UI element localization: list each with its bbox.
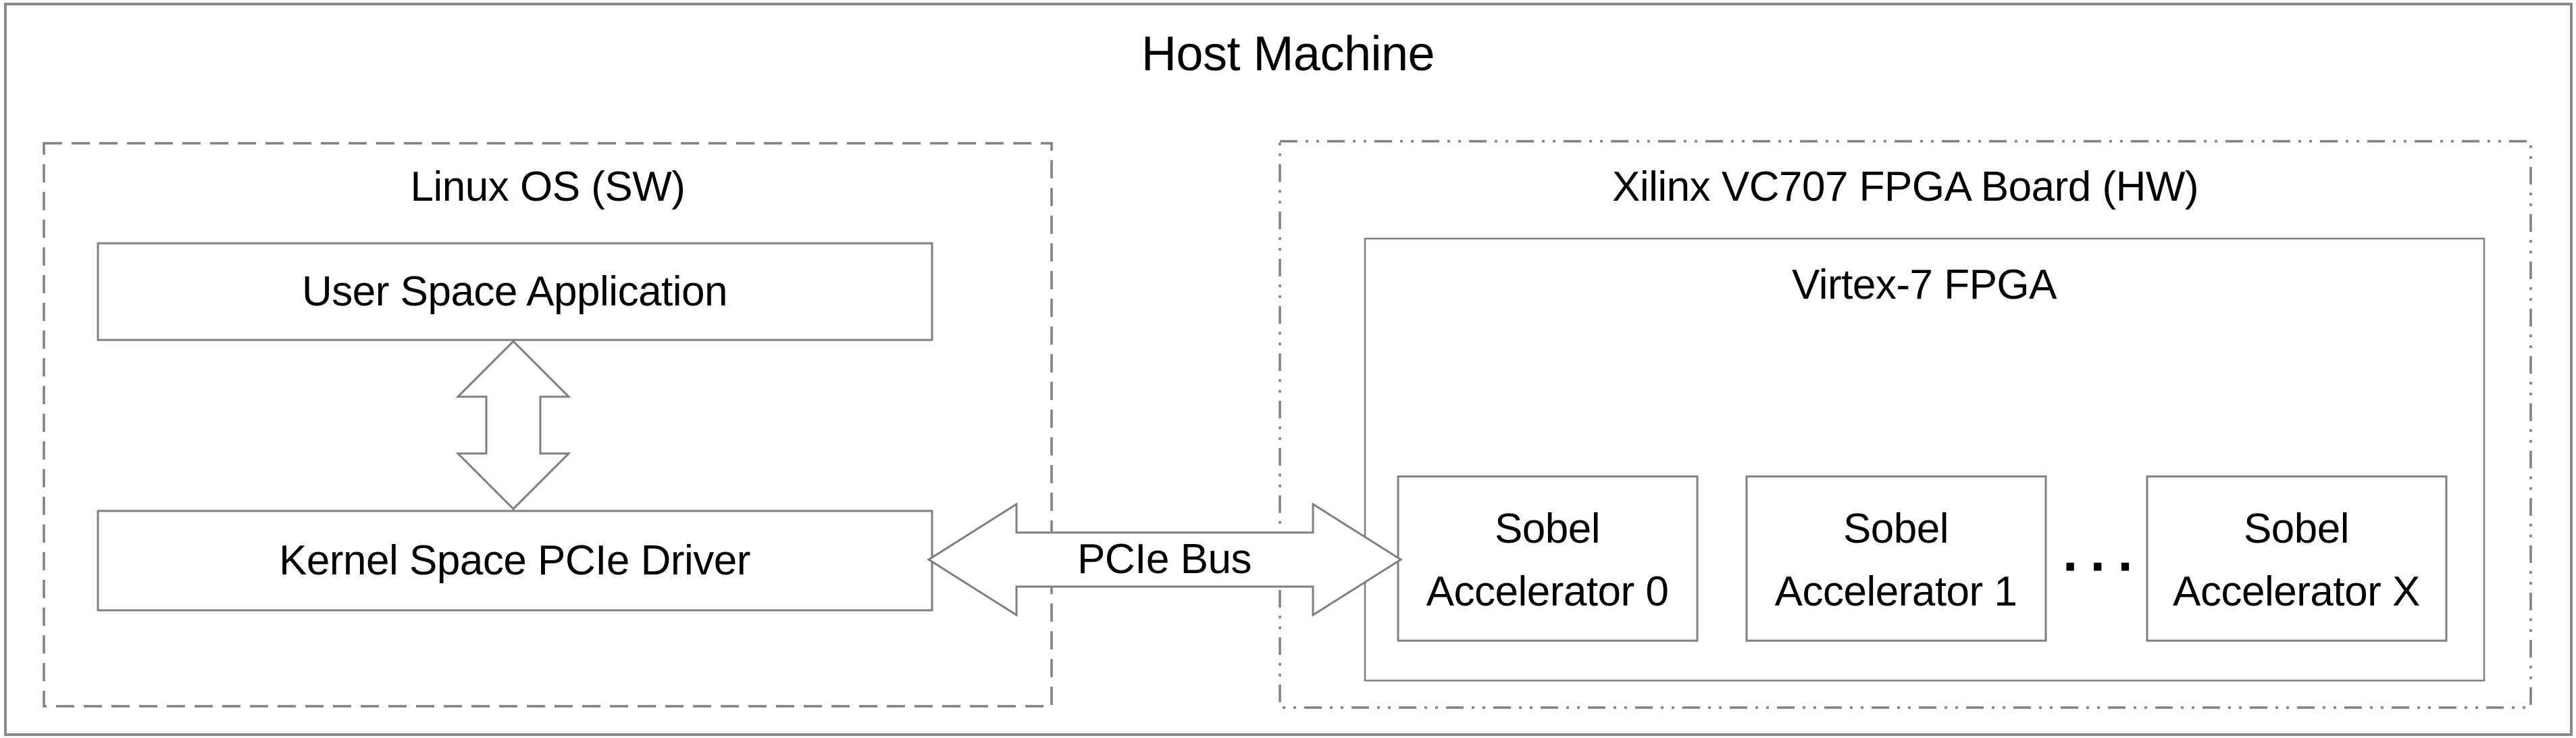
sobel-accelerator-0-line1: Sobel [1494,506,1601,552]
pcie-bus-double-arrow [927,502,1403,617]
sobel-accelerator-1-label: Sobel Accelerator 1 [1775,497,2017,623]
kernel-space-pcie-driver-box [97,510,933,612]
vertical-double-arrow [455,339,571,511]
sobel-accelerator-x-box [2146,475,2448,642]
xilinx-board-dashdot-box [1279,140,2532,709]
sobel-accelerator-1-line1: Sobel [1843,506,1949,552]
sobel-accelerator-0-line2: Accelerator 0 [1426,568,1669,615]
sobel-accelerator-1-box [1745,475,2047,642]
host-machine-title: Host Machine [1141,27,1435,81]
host-machine-frame [4,3,2573,736]
linux-os-dashed-box [43,142,1053,708]
xilinx-board-label: Xilinx VC707 FPGA Board (HW) [1612,164,2199,210]
user-space-application-label: User Space Application [301,268,728,315]
kernel-space-pcie-driver-label: Kernel Space PCIe Driver [279,537,750,584]
sobel-accelerator-0-box [1397,475,1699,642]
linux-os-label: Linux OS (SW) [410,164,686,210]
virtex7-fpga-label: Virtex-7 FPGA [1791,262,2057,308]
ellipsis-icon: ··· [2063,536,2145,596]
user-space-application-box [97,242,933,341]
sobel-accelerator-1-line2: Accelerator 1 [1774,568,2017,615]
sobel-accelerator-x-line1: Sobel [2243,506,2350,552]
sobel-accelerator-x-label: Sobel Accelerator X [2173,497,2420,623]
pcie-bus-label: PCIe Bus [1077,536,1252,583]
sobel-accelerator-x-line2: Accelerator X [2173,568,2420,615]
sobel-accelerator-0-label: Sobel Accelerator 0 [1426,497,1669,623]
